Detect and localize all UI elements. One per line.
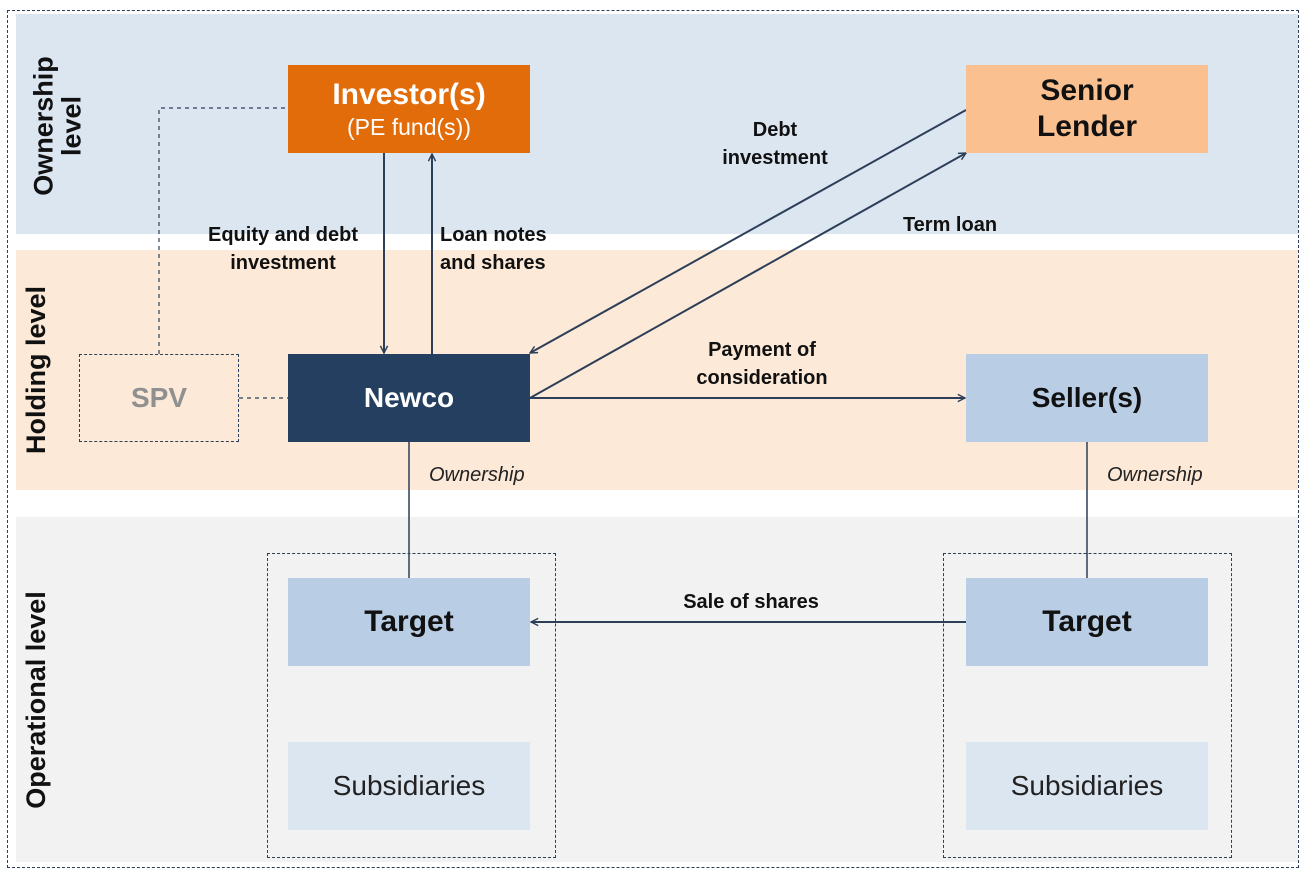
subsidiaries-box-right: Subsidiaries: [966, 742, 1208, 830]
newco-box: Newco: [288, 354, 530, 442]
senior-lender-box: Senior Lender: [966, 65, 1208, 153]
investor-subtitle: (PE fund(s)): [347, 113, 471, 140]
debt-investment-arrow: [530, 109, 967, 354]
spv-to-investor-dashed-line: [158, 107, 288, 354]
subsidiaries-box-left: Subsidiaries: [288, 742, 530, 830]
sellers-box: Seller(s): [966, 354, 1208, 442]
spv-box: SPV: [79, 354, 239, 442]
investor-title: Investor(s): [332, 77, 486, 111]
target-group-left: [267, 553, 556, 858]
term-loan-arrow: [529, 152, 966, 399]
ownership-label-left: Ownership: [429, 464, 525, 486]
term-loan-label: Term loan: [902, 214, 998, 236]
equity-debt-label: Equity and debt investment: [208, 224, 358, 274]
payment-label: Payment of consideration: [696, 339, 828, 389]
ownership-label-right: Ownership: [1107, 464, 1203, 486]
investor-box: Investor(s) (PE fund(s)): [288, 65, 530, 153]
sale-of-shares-label: Sale of shares: [683, 591, 819, 613]
target-box-left: Target: [288, 578, 530, 666]
diagram-border: [7, 10, 1299, 868]
loan-notes-label: Loan notes and shares: [440, 224, 547, 274]
debt-investment-label: Debt investment: [722, 119, 828, 169]
target-box-right: Target: [966, 578, 1208, 666]
